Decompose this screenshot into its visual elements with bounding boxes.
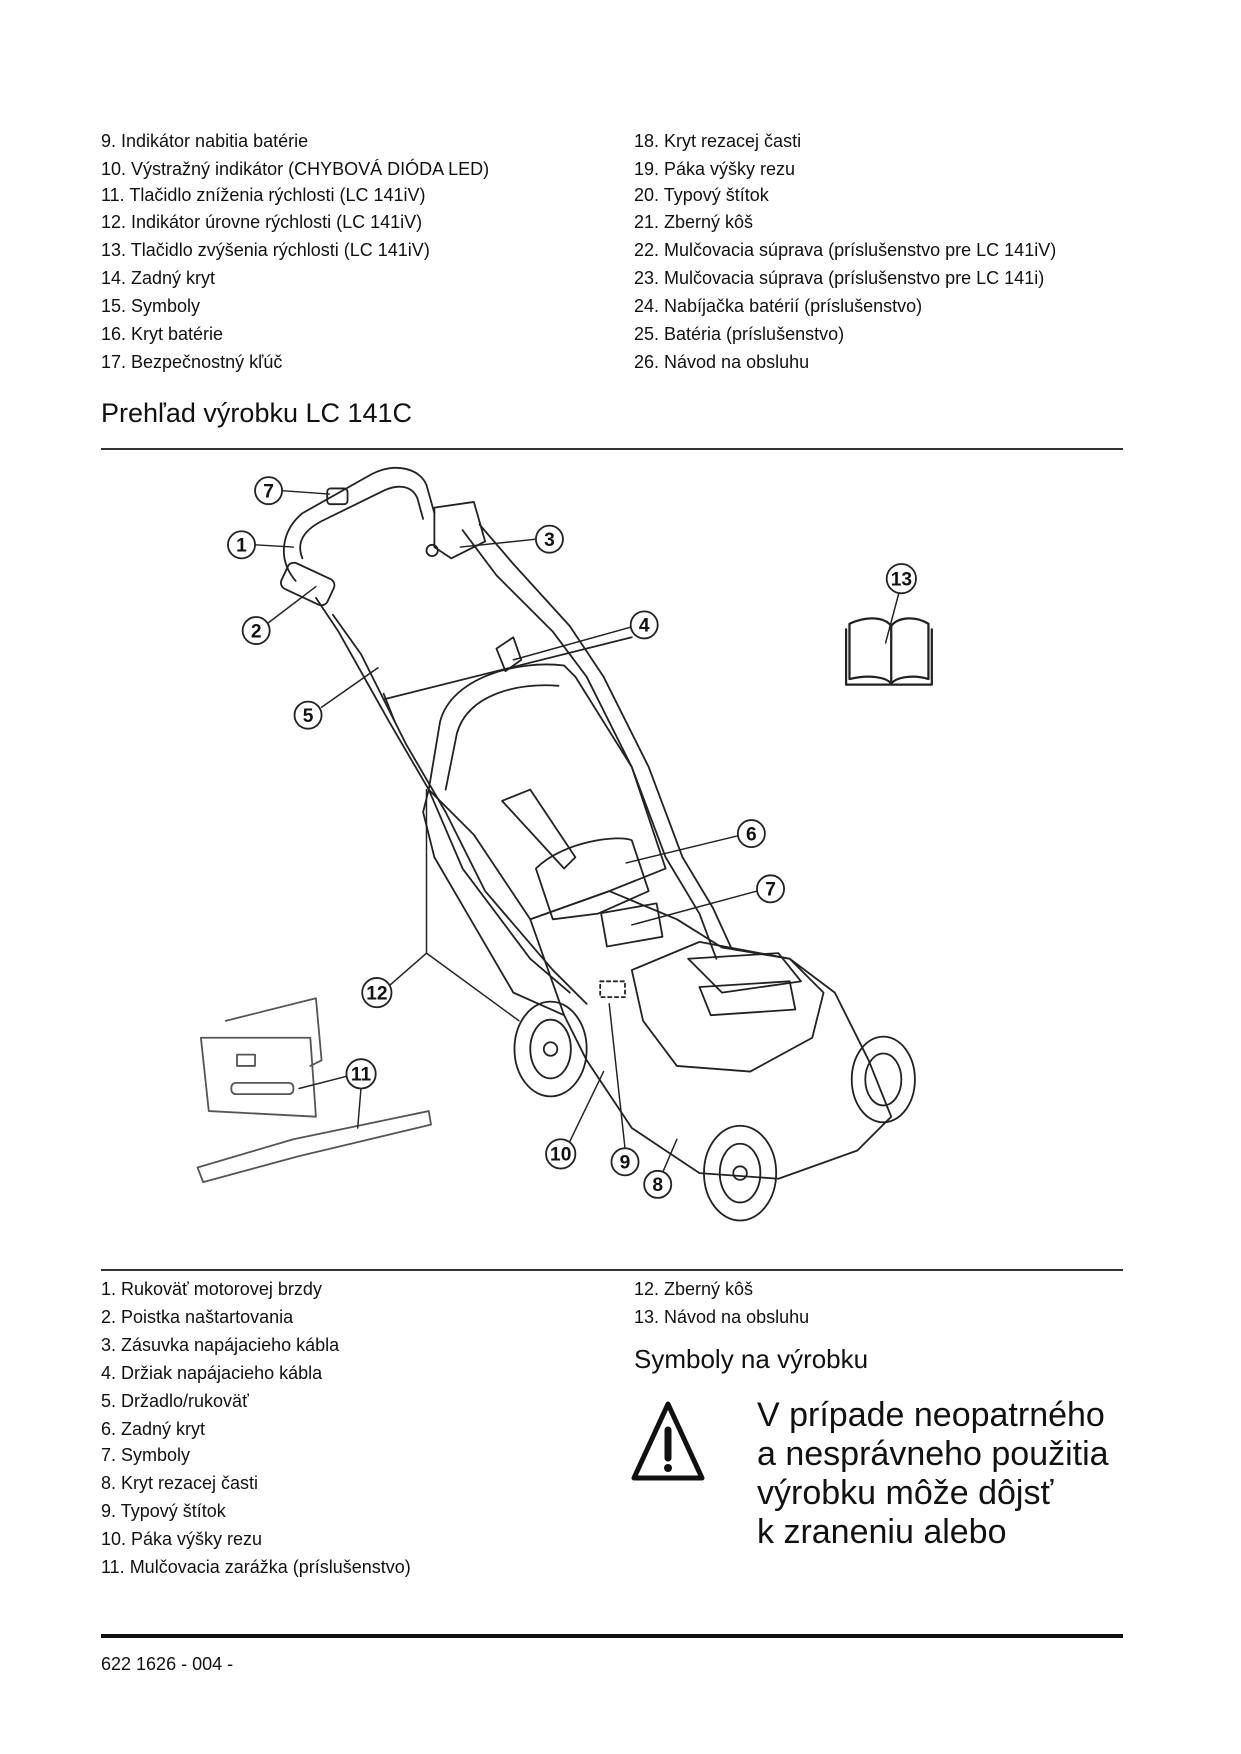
callout-3: 3 <box>534 524 564 554</box>
callout-label: 13 <box>891 569 912 590</box>
list-item: 9. Indikátor nabitia batérie <box>101 131 309 151</box>
list-item: 7. Symboly <box>101 1445 191 1465</box>
callout-label: 10 <box>550 1145 571 1166</box>
callout-12: 12 <box>361 977 393 1009</box>
callouts: 7 1 2 5 3 4 13 6 7 12 11 10 9 8 <box>227 476 917 1199</box>
callout-label: 12 <box>366 983 387 1004</box>
list-item: 10. Páka výšky rezu <box>101 1529 263 1549</box>
callout-5: 5 <box>293 700 323 730</box>
callout-8: 8 <box>643 1169 673 1199</box>
warning-triangle-icon <box>631 1401 705 1481</box>
callout-13: 13 <box>885 563 917 595</box>
callout-label: 4 <box>639 616 650 637</box>
list-item: 24. Nabíjačka batérií (príslušenstvo) <box>634 296 923 316</box>
warning-line: a nesprávneho použitia <box>757 1435 1109 1473</box>
warning-line: V prípade neopatrného <box>757 1396 1105 1434</box>
list-item: 6. Zadný kryt <box>101 1419 206 1439</box>
warning-text: V prípade neopatrného a nesprávneho použ… <box>757 1396 1109 1552</box>
list-item: 1. Rukoväť motorovej brzdy <box>101 1279 322 1299</box>
list-item: 18. Kryt rezacej časti <box>634 131 802 151</box>
callout-label: 1 <box>236 536 247 557</box>
list-item: 2. Poistka naštartovania <box>101 1307 294 1327</box>
callout-label: 6 <box>746 824 757 845</box>
footer-divider <box>101 1634 1123 1638</box>
grass-bag <box>422 663 667 1017</box>
list-item: 17. Bezpečnostný kľúč <box>101 352 283 372</box>
list-item: 15. Symboly <box>101 296 201 316</box>
list-item: 8. Kryt rezacej časti <box>101 1473 259 1493</box>
callout-leaders <box>254 489 900 1172</box>
divider <box>101 448 1123 450</box>
document-number: 622 1626 - 004 - <box>101 1654 234 1674</box>
callout-label: 2 <box>251 621 262 642</box>
section-title: Prehľad výrobku LC 141C <box>101 398 413 428</box>
list-item: 22. Mulčovacia súprava (príslušenstvo pr… <box>634 240 1057 260</box>
callout-label: 7 <box>263 481 274 502</box>
callout-label: 11 <box>351 1065 372 1086</box>
callout-10: 10 <box>545 1138 577 1170</box>
list-item: 14. Zadný kryt <box>101 268 216 288</box>
list-item: 12. Zberný kôš <box>634 1279 754 1299</box>
callout-7-top: 7 <box>254 476 284 506</box>
callout-label: 5 <box>303 706 314 727</box>
list-item: 25. Batéria (príslušenstvo) <box>634 324 845 344</box>
list-item: 19. Páka výšky rezu <box>634 159 796 179</box>
list-item: 13. Tlačidlo zvýšenia rýchlosti (LC 141i… <box>101 240 430 260</box>
callout-11: 11 <box>345 1058 377 1090</box>
list-item: 23. Mulčovacia súprava (príslušenstvo pr… <box>634 268 1045 288</box>
callout-2: 2 <box>241 616 271 645</box>
divider <box>101 1269 1123 1271</box>
callout-label: 7 <box>765 880 776 901</box>
mower-handle <box>280 466 732 1005</box>
list-item: 9. Typový štítok <box>101 1501 226 1521</box>
list-item: 21. Zberný kôš <box>634 212 754 232</box>
list-item: 5. Držadlo/rukoväť <box>101 1391 249 1411</box>
mower-deck <box>529 890 893 1180</box>
mulching-accessory <box>196 997 432 1184</box>
callout-label: 3 <box>544 530 555 551</box>
list-item: 13. Návod na obsluhu <box>634 1307 810 1327</box>
warning-line: výrobku môže dôjsť <box>757 1474 1054 1512</box>
list-item: 10. Výstražný indikátor (CHYBOVÁ DIÓDA L… <box>101 159 490 179</box>
callout-9: 9 <box>610 1147 640 1177</box>
list-item: 11. Tlačidlo zníženia rýchlosti (LC 141i… <box>101 185 426 205</box>
list-item: 3. Zásuvka napájacieho kábla <box>101 1335 340 1355</box>
list-item: 12. Indikátor úrovne rýchlosti (LC 141iV… <box>101 212 423 232</box>
warning-line: k zraneniu alebo <box>757 1513 1007 1551</box>
callout-4: 4 <box>629 610 659 640</box>
callout-1: 1 <box>227 530 256 560</box>
list-item: 11. Mulčovacia zarážka (príslušenstvo) <box>101 1557 411 1577</box>
manual-book-icon <box>844 617 933 686</box>
symbols-title: Symboly na výrobku <box>634 1344 869 1374</box>
list-item: 16. Kryt batérie <box>101 324 224 344</box>
callout-7-deck: 7 <box>756 874 785 904</box>
list-item: 20. Typový štítok <box>634 185 769 205</box>
callout-label: 8 <box>652 1175 663 1196</box>
mower-wheels <box>513 1000 916 1222</box>
list-item: 26. Návod na obsluhu <box>634 352 810 372</box>
callout-6: 6 <box>736 819 766 849</box>
list-item: 4. Držiak napájacieho kábla <box>101 1363 323 1383</box>
callout-label: 9 <box>620 1153 631 1174</box>
